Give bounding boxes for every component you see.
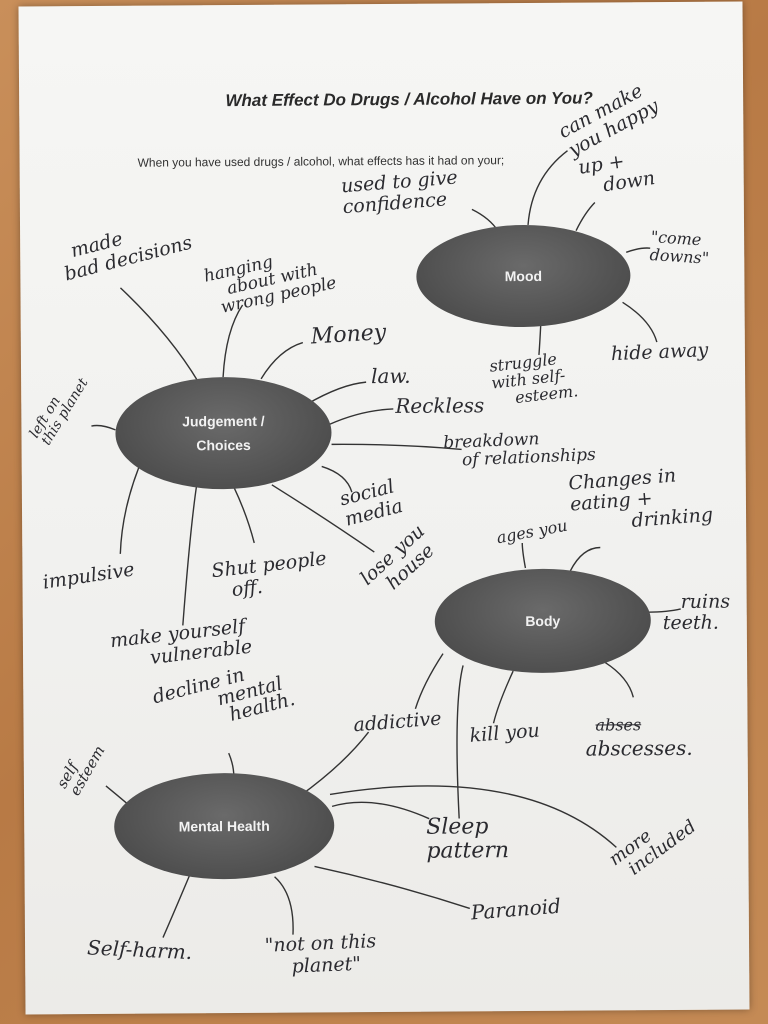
connector-line (305, 381, 367, 406)
connector-line (329, 408, 394, 426)
connector-line (321, 465, 353, 493)
connector-line (647, 608, 681, 613)
note-not-on-this-planet: "not on this planet" (264, 930, 377, 978)
note-struggle-self-esteem: struggle with self- esteem. (488, 349, 580, 408)
note-abscesses: abscesses. (585, 735, 693, 761)
connector-line (233, 486, 255, 544)
connector-line (456, 665, 464, 819)
connector-line (331, 801, 430, 820)
connector-line (622, 301, 658, 343)
connector-line (314, 865, 471, 910)
connector-line (222, 304, 244, 378)
worksheet-paper: What Effect Do Drugs / Alcohol Have on Y… (18, 1, 750, 1015)
note-hide-away: hide away (610, 339, 709, 366)
connector-line (538, 324, 542, 355)
connector-line (298, 731, 370, 798)
mood-label: Mood (504, 267, 543, 285)
note-money: Money (310, 320, 387, 350)
connector-lines (91, 150, 681, 938)
note-breakdown-relationships: breakdown of relationships (442, 429, 597, 471)
connector-line (119, 287, 200, 384)
connector-line (162, 875, 191, 938)
note-reckless: Reckless (395, 393, 485, 418)
mental-health-label: Mental Health (178, 817, 270, 835)
note-sleep-pattern: Sleep pattern (426, 814, 510, 864)
connector-line (414, 653, 444, 709)
connector-line (331, 443, 462, 451)
note-ruins-teeth: ruins teeth. (662, 590, 731, 635)
connector-line (271, 484, 375, 553)
connector-line (492, 670, 514, 724)
note-changes-eating-drinking: Changes in eating + drinking (567, 464, 714, 532)
connector-line (260, 341, 304, 380)
note-law: law. (370, 363, 411, 389)
connector-line (625, 247, 651, 253)
connector-line (182, 467, 201, 626)
connector-line (274, 876, 294, 935)
connector-line (329, 785, 617, 848)
body-label: Body (525, 612, 561, 630)
connector-line (569, 546, 601, 572)
judgement-label-line2: Choices (196, 436, 251, 454)
connector-line (604, 661, 635, 698)
connector-line (527, 150, 568, 226)
note-abscesses-struck: abses (595, 715, 642, 735)
connector-line (575, 202, 596, 231)
note-come-downs: "come downs" (649, 227, 710, 268)
judgement-label-line1: Judgement / (182, 412, 265, 430)
note-used-to-give: used to give confidence (340, 166, 459, 219)
note-self-harm: Self-harm. (86, 935, 193, 965)
connector-line (521, 543, 527, 569)
connector-line (91, 424, 116, 431)
connector-line (119, 455, 145, 554)
